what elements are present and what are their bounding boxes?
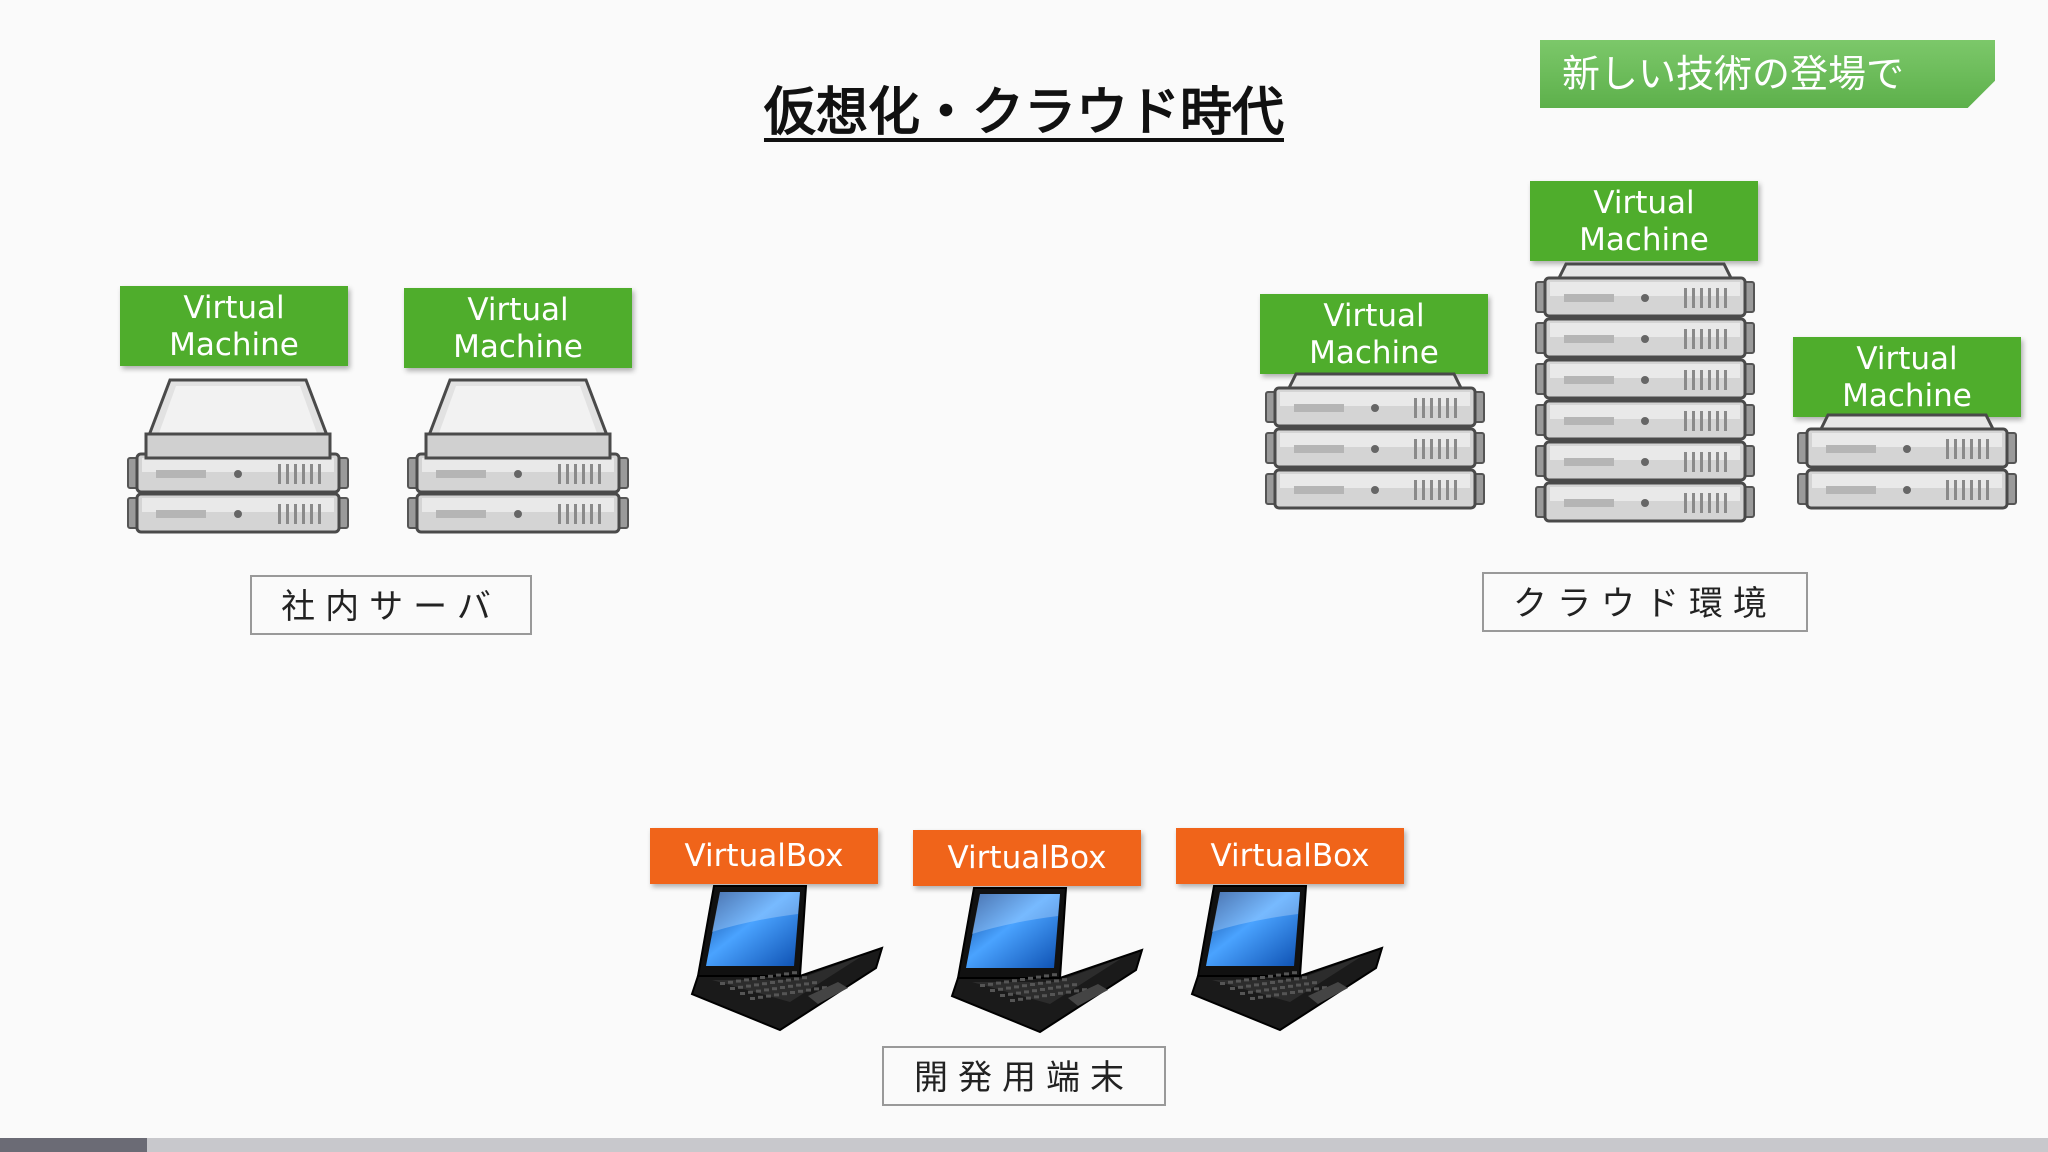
vm-label: Virtual Machine [1530,181,1758,261]
caption-cloud: クラウド環境 [1482,572,1808,632]
server-icon [407,378,629,534]
vm-label: Virtual Machine [1260,294,1488,374]
slide-progress-bar [0,1138,2048,1152]
virtualbox-label: VirtualBox [650,828,878,884]
laptop-icon [950,887,1144,1034]
vm-label: Virtual Machine [404,288,632,368]
ribbon-callout: 新しい技術の登場で [1540,40,1995,108]
server-stack-icon [1797,413,2017,510]
server-icon [127,378,349,534]
server-stack-icon [1535,262,1755,523]
server-stack-icon [1265,372,1485,510]
caption-on-premise: 社内サーバ [250,575,532,635]
caption-dev-terminal: 開発用端末 [882,1046,1166,1106]
laptop-icon [1190,885,1384,1032]
slide-progress-fill [0,1138,148,1152]
virtualbox-label: VirtualBox [1176,828,1404,884]
vm-label: Virtual Machine [120,286,348,366]
laptop-icon [690,885,884,1032]
virtualbox-label: VirtualBox [913,830,1141,886]
vm-label: Virtual Machine [1793,337,2021,417]
slide-title: 仮想化・クラウド時代 [763,83,1284,143]
